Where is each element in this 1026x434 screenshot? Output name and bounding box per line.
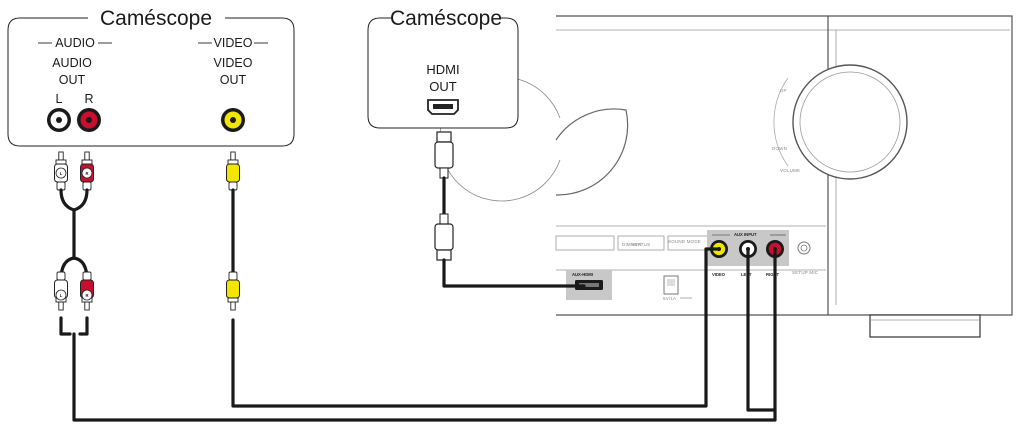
- video-wire-to-receiver: [231, 247, 721, 408]
- camcorder-hdmi: Caméscope HDMI OUT: [367, 7, 519, 129]
- aux-input-label: AUX INPUT: [734, 232, 757, 237]
- volume-knob: [792, 64, 908, 180]
- audio-header: AUDIO: [55, 36, 95, 50]
- hdmi-out-label: HDMI: [426, 62, 459, 77]
- video-out-label: VIDEO: [214, 56, 253, 70]
- hdmi-plug: [434, 131, 454, 179]
- audio-right-out-jack[interactable]: [77, 108, 101, 132]
- audio-cable: L R L R: [54, 151, 777, 422]
- video-plug-lower: [226, 271, 240, 311]
- aux-video-jack-label: VIDEO: [712, 272, 726, 277]
- camcorder-analog: Caméscope AUDIO VIDEO AUDIO OUT VIDEO OU…: [7, 7, 295, 147]
- av-receiver: UP DOWN VOLUME DIMMER STATUS SOUND MODE …: [439, 15, 1013, 338]
- plug-right-mark: [81, 167, 93, 179]
- input-selector-knob: [555, 108, 629, 196]
- receiver-foot: [869, 314, 981, 338]
- camcorder-analog-title: Caméscope: [100, 7, 212, 30]
- video-out-jack[interactable]: [221, 108, 245, 132]
- plug-left-mark-text: L: [60, 171, 63, 176]
- audio-left-out-jack[interactable]: [47, 108, 71, 132]
- hdmi-plug: [434, 213, 454, 261]
- audio-out-label: OUT: [59, 73, 86, 87]
- plug-left-mark-text: L: [60, 293, 63, 298]
- front-buttons: DIMMER STATUS SOUND MODE: [555, 235, 709, 251]
- audio-wire-to-receiver: [746, 247, 777, 412]
- hdmi-cable: [434, 131, 586, 288]
- plug-left-mark: [55, 289, 67, 301]
- audio-wire-right-stub: [78, 316, 89, 336]
- volume-up-label: UP: [780, 88, 787, 93]
- camcorder-hdmi-box: [367, 17, 519, 129]
- front-button: [617, 235, 665, 251]
- right-channel-label: R: [84, 92, 93, 106]
- camcorder-hdmi-title: Caméscope: [390, 7, 502, 30]
- plug-left-mark: [55, 167, 67, 179]
- setup-mic-label: SETUP MIC: [792, 270, 819, 275]
- video-out-label: OUT: [220, 73, 247, 87]
- front-button: [555, 235, 615, 251]
- plug-right-mark: [81, 289, 93, 301]
- volume-down-label: DOWN: [772, 146, 787, 151]
- hdmi-wire: [442, 258, 586, 288]
- usb-port-inner: [667, 279, 675, 286]
- receiver-chassis: [556, 15, 1013, 316]
- audio-out-label: AUDIO: [52, 56, 92, 70]
- dimmer-button-label: DIMMER: [622, 242, 642, 247]
- volume-label: VOLUME: [780, 168, 800, 173]
- video-header: VIDEO: [214, 36, 253, 50]
- status-button-label: STATUS: [632, 242, 650, 247]
- setup-mic-jack[interactable]: [797, 241, 811, 255]
- sound-mode-button-label: SOUND MODE: [668, 239, 701, 244]
- volume-knob-ring: [799, 71, 901, 173]
- audio-wire: [59, 188, 89, 212]
- aux-hdmi-port-inner: [579, 283, 599, 287]
- hdmi-out-label: OUT: [429, 79, 457, 94]
- video-cable: [226, 151, 721, 408]
- audio-wire-to-receiver: [72, 247, 777, 422]
- hdmi-out-port[interactable]: [427, 99, 459, 115]
- plug-right-mark-text: R: [85, 171, 88, 176]
- volume-knob-arc: [773, 77, 789, 167]
- aux-right-jack-label: RIGHT: [766, 272, 779, 277]
- audio-wire-left-stub: [59, 316, 72, 336]
- usb-label: 5V/1A: [663, 296, 676, 301]
- video-plug-upper: [226, 151, 240, 191]
- left-channel-label: L: [56, 92, 63, 106]
- plug-right-mark-text: R: [85, 293, 88, 298]
- audio-wire: [59, 256, 89, 282]
- aux-hdmi-label: AUX-HDMI: [572, 272, 593, 277]
